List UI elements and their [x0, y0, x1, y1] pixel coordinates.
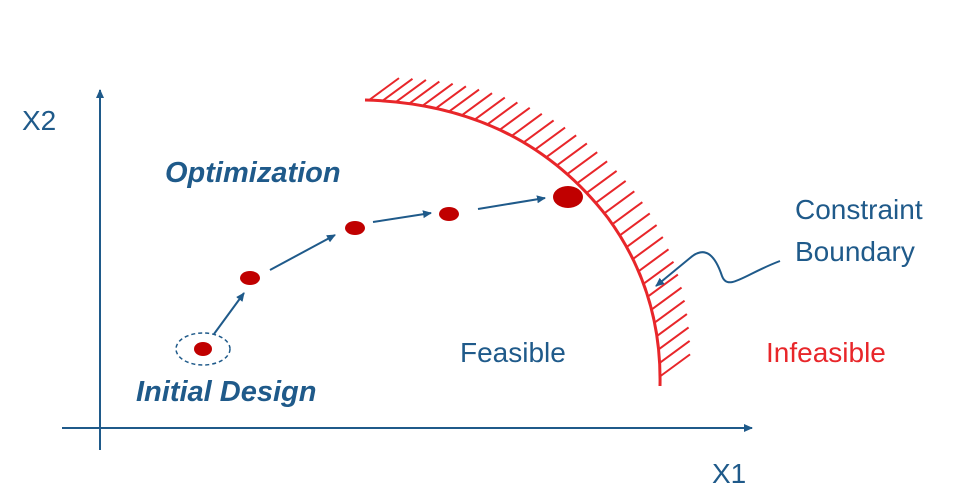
feasible-label: Feasible — [460, 337, 566, 368]
hatch-line — [523, 119, 555, 144]
hatch-line — [576, 160, 608, 185]
constraint-label-line1: Constraint — [795, 194, 923, 225]
hatch-line — [368, 77, 400, 101]
design-point-optimum — [553, 186, 583, 208]
constraint-boundary-curve — [364, 98, 662, 387]
x1-axis-label: X1 — [712, 458, 747, 489]
design-point-4 — [439, 207, 459, 221]
design-point-2 — [240, 271, 260, 285]
hatch-line — [511, 113, 543, 137]
hatch-line — [556, 142, 588, 167]
initial-design-label: Initial Design — [136, 376, 317, 408]
hatch-line — [499, 107, 531, 131]
hatch-line — [545, 134, 577, 159]
hatch-line — [486, 101, 518, 126]
hatch-line — [656, 313, 688, 337]
hatch-line — [461, 92, 493, 117]
hatch-line — [642, 261, 675, 285]
infeasible-hatching — [368, 77, 691, 378]
hatch-line — [395, 79, 427, 103]
hatch-line — [448, 88, 480, 113]
hatch-line — [632, 236, 664, 260]
hatch-line — [566, 151, 598, 175]
step-arrow-4 — [477, 195, 546, 210]
hatch-line — [422, 82, 454, 107]
hatch-line — [474, 96, 506, 121]
hatch-line — [381, 78, 414, 102]
step-arrow-2 — [269, 234, 336, 271]
step-arrow-1 — [213, 292, 245, 335]
step-arrow-3 — [372, 210, 432, 223]
x2-axis-label: X2 — [22, 105, 57, 136]
design-point-3 — [345, 221, 365, 235]
constraint-leader-arrow — [655, 251, 781, 287]
hatch-line — [653, 299, 686, 324]
hatch-line — [586, 170, 618, 194]
design-point-initial — [194, 342, 212, 356]
infeasible-label: Infeasible — [766, 337, 886, 368]
constraint-label-line2: Boundary — [795, 236, 915, 267]
optimization-label: Optimization — [165, 157, 341, 189]
hatch-line — [659, 340, 691, 364]
hatch-line — [595, 180, 627, 204]
hatch-line — [603, 190, 635, 215]
hatch-line — [657, 326, 690, 351]
hatch-line — [611, 201, 643, 225]
hatch-line — [619, 212, 651, 237]
initial-design-highlight — [175, 332, 231, 366]
hatch-line — [637, 248, 670, 273]
hatch-line — [659, 353, 691, 378]
hatch-line — [626, 224, 658, 248]
hatch-line — [435, 85, 467, 110]
hatch-line — [534, 126, 566, 151]
hatch-line — [408, 80, 440, 105]
hatch-line — [650, 286, 683, 311]
